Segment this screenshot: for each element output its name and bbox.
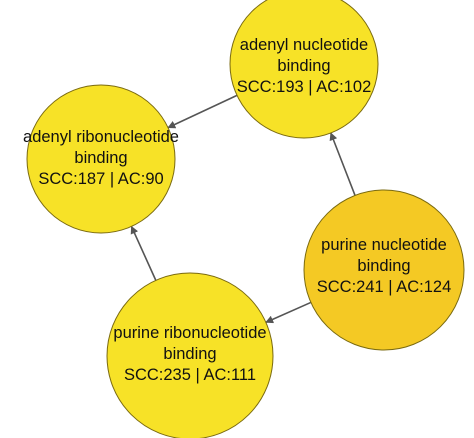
node-name-label: purine ribonucleotide [113,324,266,342]
edge-adenyl-nucleotide-to-adenyl-ribonucleotide [167,94,238,129]
edge-purine-nucleotide-to-adenyl-nucleotide [329,132,356,196]
node-stats-label: SCC:187 | AC:90 [38,170,163,188]
node-circle[interactable] [229,0,379,139]
edge-purine-ribonucleotide-to-adenyl-ribonucleotide [130,225,157,281]
node-name-label: binding [357,257,410,275]
node-name-label: binding [163,345,216,363]
node-name-label: purine nucleotide [321,236,447,254]
node-circle[interactable] [106,272,274,438]
node-name-label: binding [277,57,330,75]
node-stats-label: SCC:235 | AC:111 [124,366,256,384]
node-name-label: binding [74,149,127,167]
node-name-label: adenyl nucleotide [240,36,368,54]
edges-layer [130,94,356,324]
node-circle[interactable] [303,189,465,351]
node-circle[interactable] [26,84,176,234]
edge-purine-nucleotide-to-purine-ribonucleotide [265,301,312,324]
node-stats-label: SCC:193 | AC:102 [237,78,372,96]
node-name-label: adenyl ribonucleotide [23,128,179,146]
node-stats-label: SCC:241 | AC:124 [317,278,452,296]
